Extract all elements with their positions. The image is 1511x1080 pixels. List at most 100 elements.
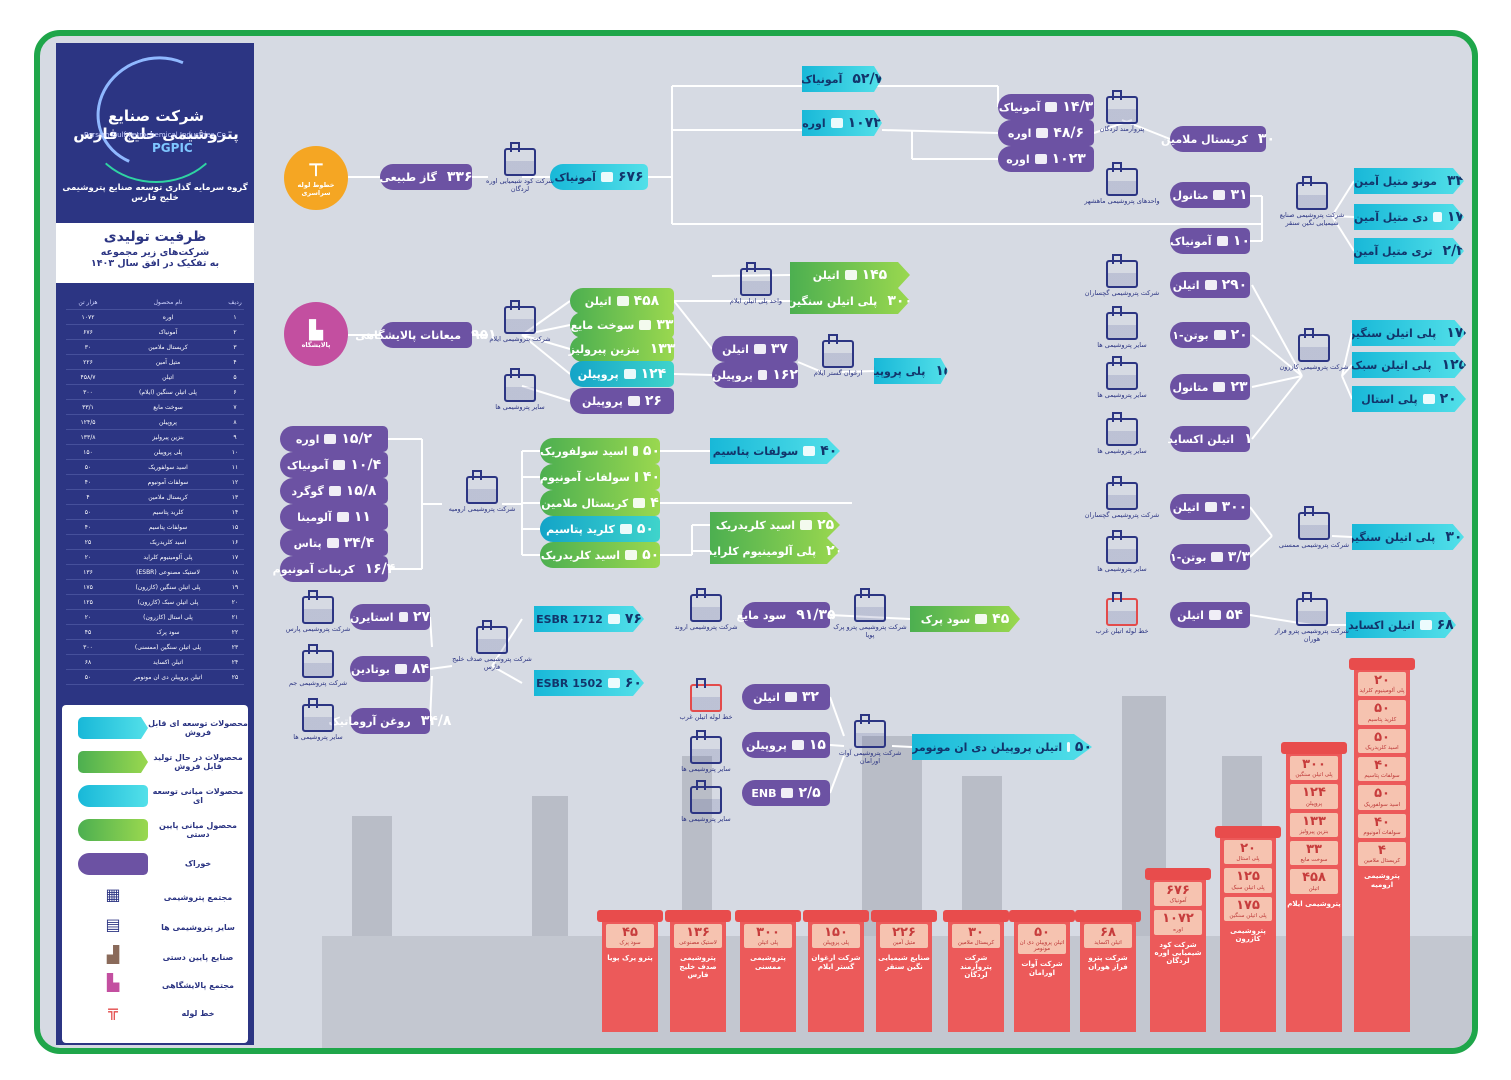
node-value: ۶۸ <box>1436 617 1454 633</box>
petrochemical-plant-icon <box>1106 90 1138 124</box>
chimney-cap <box>1145 868 1211 880</box>
plant: شرکت پتروشیمی پترو پرک پویا <box>830 588 910 640</box>
node-value: ۲۳ <box>1230 379 1248 395</box>
table-cell: کریستال ملامین <box>148 493 188 501</box>
plant-label: شرکت پتروشیمی گچساران <box>1084 511 1160 519</box>
table-cell: پلی اتیلن سبک (کازرون) <box>137 598 199 606</box>
node-label: کربنات آمونیوم <box>272 562 355 576</box>
table-cell: ۲ <box>233 328 237 336</box>
node-value: ۲۰ <box>1230 327 1248 343</box>
plant: شرکت پتروشیمی صدف خلیج فارس <box>452 620 532 672</box>
connector-line <box>841 370 875 373</box>
table-cell: ۱۰ <box>231 448 239 456</box>
table-cell: ۶۸ <box>84 658 92 666</box>
connector-line <box>429 675 433 722</box>
node-label: اسید کلریدریک <box>540 548 621 562</box>
logo-wave <box>86 63 226 183</box>
table-cell: ۱ <box>233 313 237 321</box>
connector-line <box>1249 506 1273 537</box>
plant-label: ارغوان گستر ایلام <box>813 369 863 377</box>
node-value: ۱۳۳ <box>649 341 676 357</box>
stack-number: ۲۰ <box>1240 841 1256 856</box>
node-label: اتیلن پروپیلن دی ان مونومر <box>912 740 1063 754</box>
stack-number: ۱۳۳ <box>1302 813 1326 829</box>
pipeline-source: ⊤خطوط لوله سراسری <box>284 146 348 210</box>
stack-product: پلی اتیلن سنگین <box>1229 912 1267 919</box>
logo-abbr: PGPIC <box>152 141 193 155</box>
node-label: اتیلن <box>1172 278 1200 292</box>
node-value: ۲۰ <box>1439 391 1457 407</box>
capacity-icon <box>1213 190 1226 200</box>
capacity-icon <box>1419 620 1432 630</box>
plant: شرکت کود شیمیایی اوره لردگان <box>480 142 560 194</box>
stack-company: پتروشیمی ارومیه <box>1364 872 1400 889</box>
stack-product: اتیلن اکساید <box>1094 940 1122 947</box>
stack-number: ۵۰ <box>1374 701 1390 717</box>
capacity-icon <box>600 172 613 182</box>
node-label: پلی اتیلن سبک <box>1350 358 1432 372</box>
plant: شرکت پتروشیمی ارومیه <box>442 470 522 514</box>
node-label: سوخت مایع <box>570 318 635 332</box>
connector-line <box>521 385 571 402</box>
capacity-icon <box>625 550 638 560</box>
node-label: تری متیل آمین <box>1353 244 1433 258</box>
node-label: ENB <box>751 786 777 800</box>
table-cell: ۱۰۷۲ <box>81 313 95 321</box>
stack-number: ۳۰ <box>968 925 984 940</box>
petrochemical-plant-icon <box>740 262 772 296</box>
table-cell: ۵ <box>233 373 237 381</box>
capacity-icon <box>1204 502 1217 512</box>
node-value: ۳۰۰ <box>1445 529 1471 545</box>
source-label: خطوط لوله سراسری <box>297 180 335 197</box>
node-label: اوره <box>295 432 320 446</box>
plant: سایر پتروشیمی ها <box>1082 530 1162 574</box>
legend-item-complex: مجتمع پتروشیمی▦ <box>62 883 248 913</box>
plant-label: شرکت پتروشیمی آوات اورامان <box>838 749 902 765</box>
stack-number: ۱۵۰ <box>824 925 848 940</box>
stack-company: شرکت پتروآرمند لردگان <box>960 954 992 980</box>
plant-label: خط لوله اتیلن غرب <box>679 713 733 721</box>
table-cell: هزار تن <box>78 298 98 306</box>
stack-product: سوخت مایع <box>1300 857 1328 864</box>
refinery-source: ▙پالایشگاه <box>284 302 348 366</box>
table-cell: ۲۰ <box>84 613 92 621</box>
node-value: ۸۴ <box>411 661 430 677</box>
node-label: سولفات پتاسیم <box>712 444 799 458</box>
table-cell: اتیلن پروپیلن دی ان مونومر <box>133 673 203 681</box>
legend-swatch <box>78 785 148 807</box>
node-label: دی متیل آمین <box>1354 210 1428 224</box>
capacity-icon <box>784 692 797 702</box>
connector-line <box>891 745 913 748</box>
capacity-icon <box>1045 102 1058 112</box>
petrochemical-plant-icon <box>1106 254 1138 288</box>
node-value: ۳۴/۴ <box>343 535 375 551</box>
node-value: ۹۱/۳۵ <box>796 607 836 623</box>
stack-number: ۴۰ <box>1374 814 1390 830</box>
capacity-icon <box>791 740 804 750</box>
plant-label: سایر پتروشیمی ها <box>1097 341 1147 349</box>
